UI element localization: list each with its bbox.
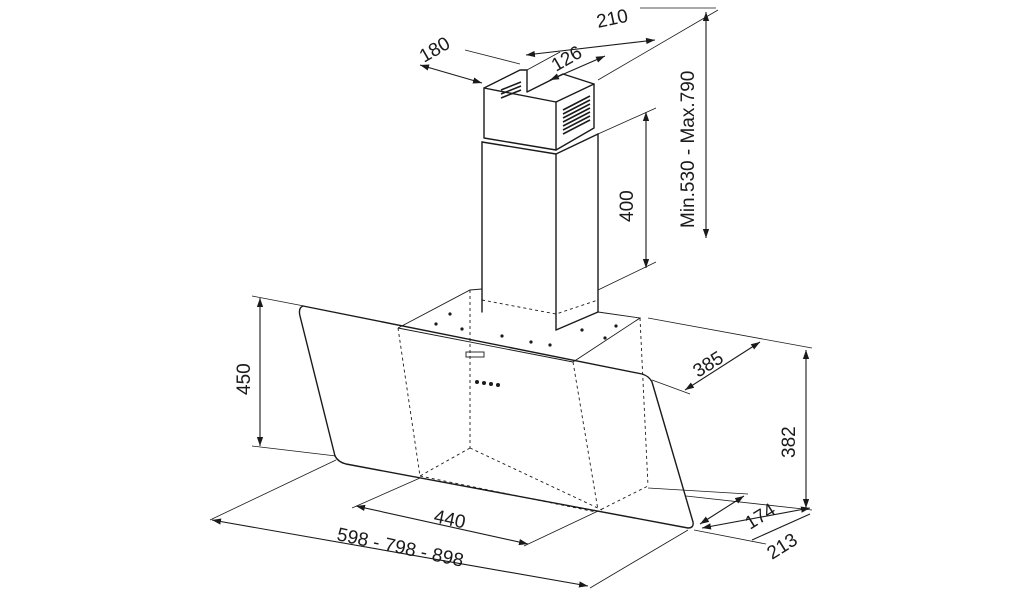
label-chimney-range: Min.530 - Max.790 <box>678 71 699 228</box>
label-widths: 598 - 798 - 898 <box>335 524 465 571</box>
hood-body <box>298 288 694 529</box>
label-body-height: 382 <box>779 426 800 458</box>
vent-grille-icon <box>500 81 591 135</box>
dim-outlet: 126 <box>548 42 606 81</box>
label-outlet: 126 <box>548 42 586 76</box>
chimney <box>481 69 599 331</box>
dim-chimney-range: Min.530 - Max.790 <box>640 7 716 238</box>
label-inner-chimney: 400 <box>617 190 638 222</box>
label-total-depth: 213 <box>764 530 802 565</box>
label-body-depth: 385 <box>690 348 728 383</box>
label-inner-width: 440 <box>432 506 467 533</box>
dim-body-depth: 385 <box>647 317 813 395</box>
dim-chimney-depth: 180 <box>416 33 521 84</box>
dim-inner-chimney: 400 <box>597 107 657 291</box>
dim-glass-offset: 174 <box>647 487 780 534</box>
label-chimney-width: 210 <box>595 6 630 33</box>
control-panel <box>465 351 500 387</box>
dim-canopy-height: 450 <box>234 295 337 457</box>
label-chimney-depth: 180 <box>416 33 454 67</box>
label-canopy-height: 450 <box>234 363 255 395</box>
mounting-holes <box>434 312 618 347</box>
